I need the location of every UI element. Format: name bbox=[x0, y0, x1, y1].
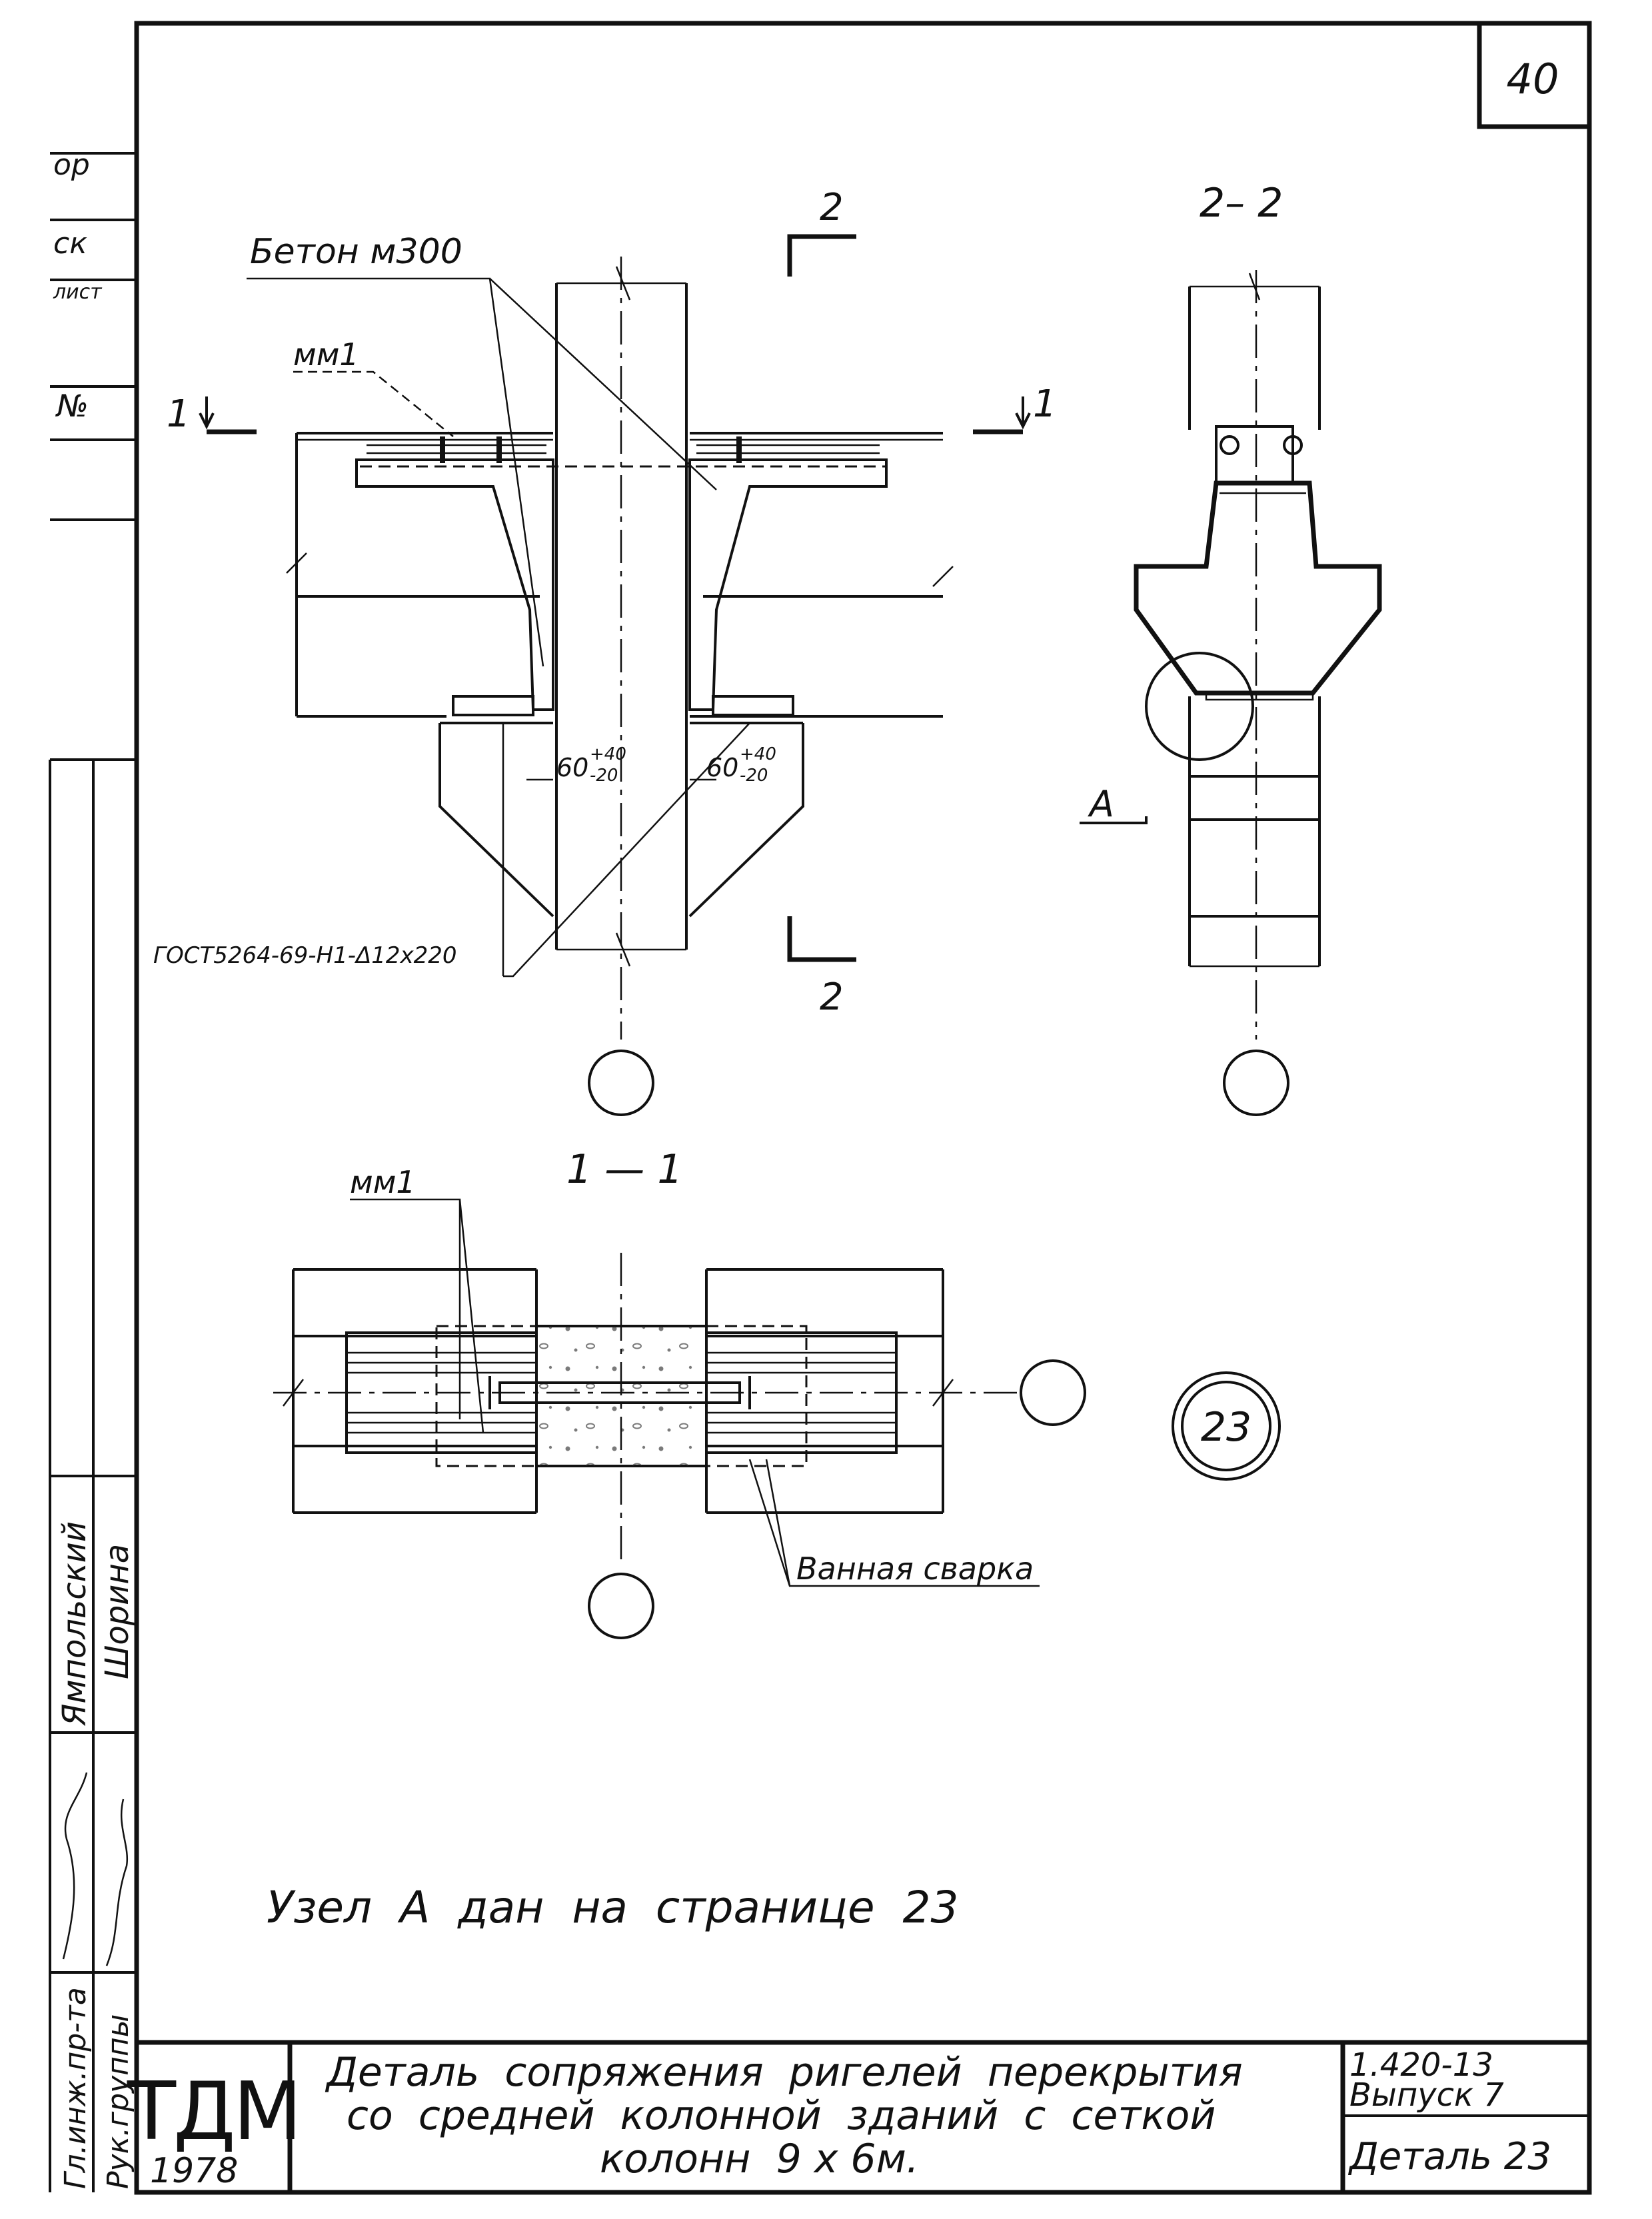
bearing-pad-left bbox=[452, 695, 534, 716]
axis-bubble-section-2 bbox=[1223, 1050, 1289, 1116]
detail-number: Деталь 23 bbox=[1347, 2135, 1551, 2178]
org-logo: ТДМ bbox=[127, 2066, 300, 2158]
section-mark-1-right: 1 bbox=[1033, 382, 1057, 426]
dim-right-main: 60 bbox=[706, 753, 738, 782]
title-year: 1978 bbox=[150, 2151, 238, 2191]
welding-label: Ванная сварка bbox=[796, 1551, 1034, 1587]
surname-2: Шорина bbox=[99, 1544, 136, 1679]
embedded-part-label-plan: мм1 bbox=[350, 1164, 416, 1200]
concrete-label: Бетон м300 bbox=[250, 232, 462, 272]
section-1-1-view: 1 — 1 мм1 bbox=[273, 1146, 1086, 1639]
section-mark-2-top: 2 bbox=[820, 186, 844, 229]
concrete-fill-right bbox=[688, 458, 888, 711]
gost-label: ГОСТ5264-69-Н1-Δ12х220 bbox=[153, 942, 457, 969]
signature-1 bbox=[62, 1772, 88, 1960]
sheet-number-box: 40 bbox=[1477, 21, 1592, 129]
leader-mm1 bbox=[293, 370, 454, 437]
section-mark-2-bottom: 2 bbox=[820, 976, 844, 1019]
section-1-1-title: 1 — 1 bbox=[566, 1146, 683, 1193]
leader-welding bbox=[748, 1459, 1040, 1587]
margin-fragment-4: № bbox=[55, 388, 89, 424]
leader-gost bbox=[503, 722, 750, 978]
embedded-part-label-top: мм1 bbox=[293, 337, 359, 372]
signature-2 bbox=[105, 1799, 129, 1966]
leader-concrete bbox=[247, 277, 717, 667]
axis-bubble-elevation bbox=[588, 1050, 654, 1116]
role-1: Гл.инж.пр-та bbox=[59, 1987, 93, 2189]
issue-number: Выпуск 7 bbox=[1349, 2076, 1504, 2114]
series-number: 1.420-13 bbox=[1349, 2046, 1493, 2084]
node-reference-note: Узел А дан на странице 23 bbox=[267, 1882, 959, 1933]
title-line-2: со средней колонной зданий с сеткой bbox=[347, 2092, 1216, 2139]
title-line-1: Деталь сопряжения ригелей перекрытия bbox=[325, 2049, 1243, 2096]
margin-fragment-3: лист bbox=[53, 281, 103, 304]
title-line-3: колонн 9 х 6м. bbox=[600, 2136, 919, 2182]
section-mark-1-left: 1 bbox=[167, 392, 191, 436]
dim-right-tol-up: +40 bbox=[740, 744, 776, 764]
margin-fragment-1: ор bbox=[53, 148, 90, 182]
elevation-view: Бетон м300 мм1 ГОСТ5264-69-Н1-Δ12х220 1 … bbox=[153, 186, 1057, 1116]
margin-fragment-2: ск bbox=[53, 227, 87, 261]
detail-badge: 23 bbox=[1172, 1371, 1281, 1481]
sheet-number: 40 bbox=[1507, 55, 1559, 103]
concrete-fill-left bbox=[355, 458, 554, 711]
column-console bbox=[438, 723, 804, 918]
surname-1: Ямпольский bbox=[56, 1521, 93, 1727]
sheet-frame bbox=[134, 21, 1592, 2195]
axis-bubble-plan-vertical bbox=[588, 1573, 654, 1639]
node-a-circle bbox=[1145, 652, 1254, 761]
bearing-pad-right bbox=[712, 695, 794, 716]
axis-bubble-plan-horizontal bbox=[1020, 1359, 1086, 1426]
dim-left-tol-down: -20 bbox=[590, 766, 618, 786]
section-2-2-view: 2– 2 А bbox=[1080, 180, 1382, 1116]
dim-left-main: 60 bbox=[556, 753, 588, 782]
role-2: Рук.группы bbox=[101, 2014, 135, 2190]
dim-right-tol-down: -20 bbox=[740, 766, 768, 786]
section-2-2-title: 2– 2 bbox=[1200, 180, 1283, 227]
node-a-label: А bbox=[1088, 783, 1114, 825]
dim-left-tol-up: +40 bbox=[590, 744, 626, 764]
detail-badge-number: 23 bbox=[1201, 1404, 1251, 1451]
title-block: ТДМ 1978 Деталь сопряжения ригелей перек… bbox=[127, 2040, 1589, 2192]
left-margin-stamp: ор ск лист № Ямпольский Шорина Гл.инж.пр… bbox=[49, 148, 137, 2192]
